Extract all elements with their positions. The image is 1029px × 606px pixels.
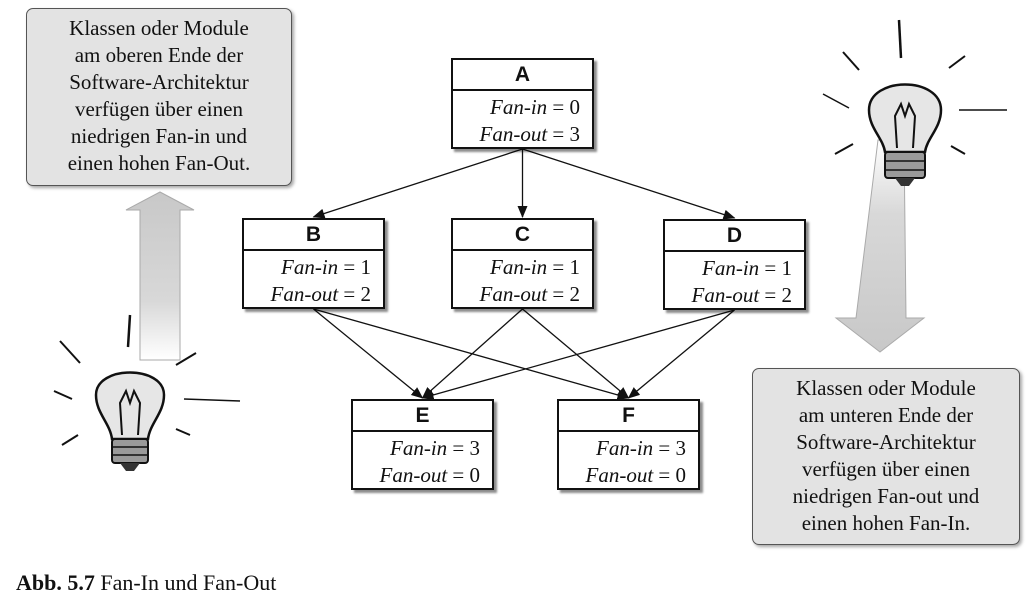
callout-top-line: am oberen Ende der <box>74 43 244 67</box>
node-d-fan-in: Fan-in = 1 <box>702 256 792 280</box>
up-arrow-icon <box>125 191 195 361</box>
node-c-title: C <box>453 220 592 251</box>
node-e: E Fan-in = 3 Fan-out = 0 <box>351 399 494 490</box>
callout-bottom-line: niedrigen Fan-out und <box>792 484 980 508</box>
callout-top: Klassen oder Module am oberen Ende der S… <box>26 8 292 186</box>
node-e-title: E <box>353 401 492 432</box>
light-bulb-right-icon <box>822 19 1007 186</box>
node-a-fan-out: Fan-out = 3 <box>479 122 581 146</box>
edge-a-b <box>312 148 523 219</box>
node-f-fan-in: Fan-in = 3 <box>596 436 686 460</box>
figure-caption: Abb. 5.7 Fan-In und Fan-Out <box>16 570 276 596</box>
node-a-title: A <box>453 60 592 91</box>
node-d-fan-out: Fan-out = 2 <box>691 283 793 307</box>
callout-bottom-line: Software-Architektur <box>796 430 976 454</box>
edge-c-f <box>522 308 630 399</box>
edge-b-f <box>313 308 630 400</box>
light-bulb-left-icon <box>53 314 241 471</box>
node-a-fan-in: Fan-in = 0 <box>490 95 580 119</box>
callout-bottom: Klassen oder Module am unteren Ende der … <box>752 368 1020 545</box>
figure-caption-text: Fan-In und Fan-Out <box>100 570 277 595</box>
edge-d-f <box>627 309 735 399</box>
node-e-fan-in: Fan-in = 3 <box>390 436 480 460</box>
node-c-fan-in: Fan-in = 1 <box>490 255 580 279</box>
callout-top-line: Klassen oder Module <box>69 16 249 40</box>
node-c: C Fan-in = 1 Fan-out = 2 <box>451 218 594 309</box>
node-a: A Fan-in = 0 Fan-out = 3 <box>451 58 594 149</box>
callout-bottom-line: am unteren Ende der <box>798 403 974 427</box>
edge-a-d <box>522 148 736 220</box>
node-f-fan-out: Fan-out = 0 <box>585 463 687 487</box>
edge-c-e <box>421 308 523 399</box>
callout-bottom-line: Klassen oder Module <box>796 376 976 400</box>
edge-b-e <box>313 308 424 399</box>
callout-bottom-line: verfügen über einen <box>802 457 970 481</box>
node-d: D Fan-in = 1 Fan-out = 2 <box>663 219 806 310</box>
node-d-title: D <box>665 221 804 252</box>
node-b-fan-out: Fan-out = 2 <box>270 282 372 306</box>
node-e-fan-out: Fan-out = 0 <box>379 463 481 487</box>
node-f-title: F <box>559 401 698 432</box>
node-b-fan-in: Fan-in = 1 <box>281 255 371 279</box>
callout-top-line: einen hohen Fan-Out. <box>67 151 251 175</box>
edge-d-e <box>421 309 735 400</box>
figure-number: Abb. 5.7 <box>16 570 95 595</box>
node-c-fan-out: Fan-out = 2 <box>479 282 581 306</box>
node-b-title: B <box>244 220 383 251</box>
callout-top-line: verfügen über einen <box>75 97 243 121</box>
callout-bottom-line: einen hohen Fan-In. <box>801 511 971 535</box>
node-b: B Fan-in = 1 Fan-out = 2 <box>242 218 385 309</box>
node-f: F Fan-in = 3 Fan-out = 0 <box>557 399 700 490</box>
callout-top-line: Software-Architektur <box>69 70 249 94</box>
callout-top-line: niedrigen Fan-in und <box>70 124 248 148</box>
